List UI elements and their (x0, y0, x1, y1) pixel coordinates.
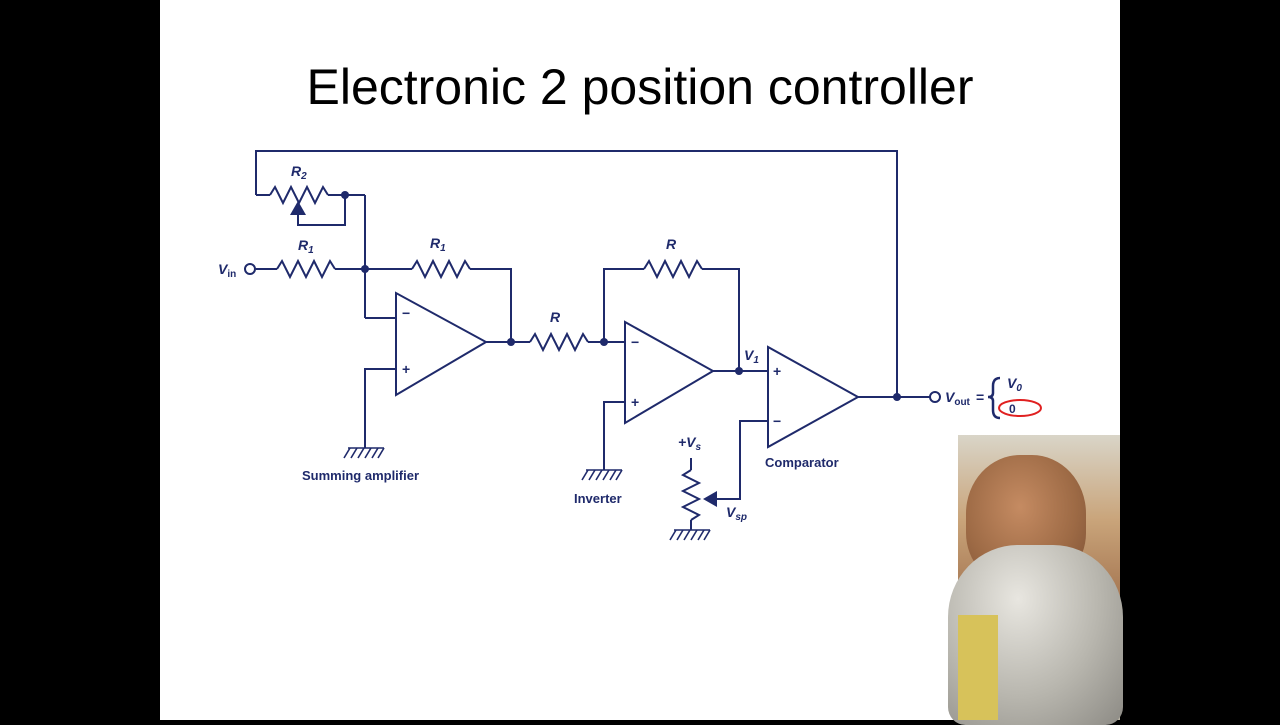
summing-minus: − (402, 305, 410, 321)
vin-label: Vin (218, 261, 236, 280)
comparator-caption: Comparator (765, 455, 839, 470)
summing-plus: + (402, 361, 410, 377)
vout-label: Vout (945, 389, 971, 408)
slide-title: Electronic 2 position controller (306, 59, 974, 115)
v1-label: V1 (744, 347, 759, 366)
comparator-plus: + (773, 363, 781, 379)
r-inverter-label: R (666, 236, 677, 252)
junction-dots (290, 191, 901, 507)
r-mid-label: R (550, 309, 561, 325)
wiper-arrow-icon (290, 201, 306, 215)
r1-feedback-label: R1 (430, 235, 446, 254)
vs-label: +Vs (678, 434, 702, 453)
summing-amplifier-caption: Summing amplifier (302, 468, 419, 483)
vsp-label: Vsp (726, 504, 747, 523)
r1-input-label: R1 (298, 237, 314, 256)
presenter-webcam (948, 435, 1123, 725)
terminals (244, 263, 941, 403)
wiper-arrow-icon (703, 491, 717, 507)
highlight-circle (998, 399, 1042, 417)
equals-sign: = (976, 389, 984, 405)
labels: R2 R1 R1 R R Vin V1 Vout = V0 0 +Vs Vsp … (218, 163, 1022, 523)
inverter-plus: + (631, 394, 639, 410)
wires (255, 150, 1001, 530)
inverter-caption: Inverter (574, 491, 622, 506)
zero-label: 0 (1009, 402, 1016, 416)
inverter-minus: − (631, 334, 639, 350)
ground-symbols (343, 447, 711, 541)
comparator-minus: − (773, 413, 781, 429)
r2-label: R2 (291, 163, 307, 182)
v0-label: V0 (1007, 375, 1022, 394)
presenter-shirt (958, 615, 998, 720)
slide: Electronic 2 position controller (160, 0, 1120, 720)
